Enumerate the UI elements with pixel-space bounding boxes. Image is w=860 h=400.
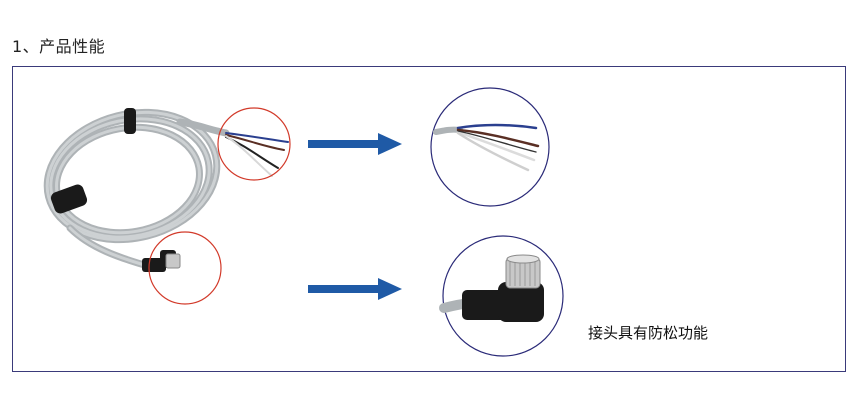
connector-zoom [439,254,544,322]
coiled-cable-image [43,108,230,270]
cable-tie-side [50,184,88,214]
right-arrow-icon [308,133,402,155]
anti-loosen-caption: 接头具有防松功能 [588,324,709,342]
section-heading: 1、产品性能 [12,37,106,56]
connector-small [142,250,181,272]
right-arrow-icon [308,278,402,300]
wire-ends-small [225,132,289,177]
wire-ends-zoom [433,123,540,172]
cable-tie-top [124,108,136,134]
highlight-circle-connector [148,231,222,305]
zoom-circle-wire-ends [430,87,550,207]
highlight-circle-wire-ends [217,107,291,181]
